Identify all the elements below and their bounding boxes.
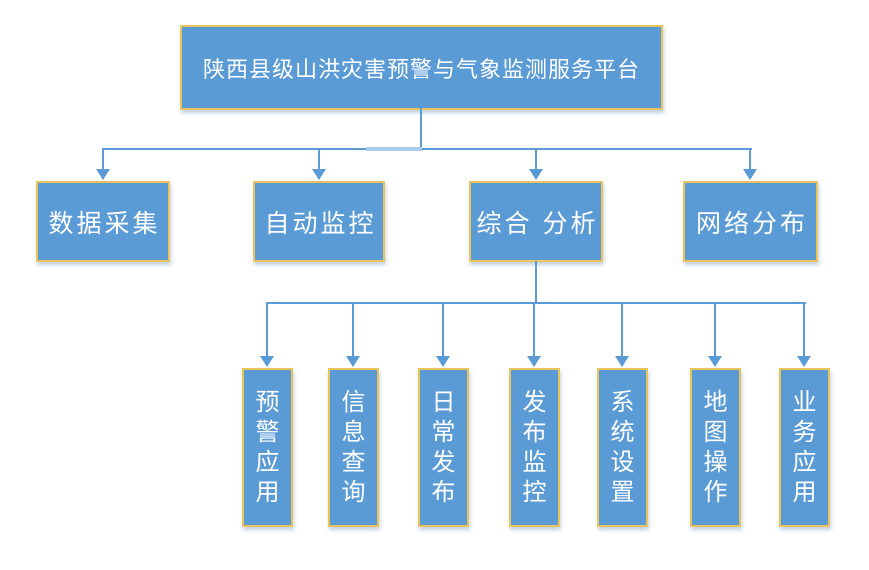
- node-label: 系统设置: [610, 388, 635, 506]
- arrow-down-icon: [312, 169, 326, 180]
- arrow-down-icon: [260, 356, 274, 367]
- node-label: 预警应用: [255, 388, 280, 506]
- connector-drop-data-collection: [102, 148, 104, 172]
- connector-level3-bus: [266, 302, 806, 304]
- connector-highlight-segment: [366, 147, 422, 151]
- connector-drop-warning-application: [266, 302, 268, 358]
- connector-root-stem: [420, 108, 422, 149]
- connector-drop-map-operation: [714, 302, 716, 358]
- connector-drop-comprehensive-analysis: [535, 148, 537, 172]
- node-platform-root: 陕西县级山洪灾害预警与气象监测服务平台: [180, 25, 663, 110]
- arrow-down-icon: [743, 169, 757, 180]
- node-label: 陕西县级山洪灾害预警与气象监测服务平台: [202, 56, 640, 82]
- connector-drop-system-settings: [621, 302, 623, 358]
- node-map-operation: 地图操作: [690, 368, 741, 527]
- node-daily-release: 日常发布: [418, 368, 469, 527]
- connector-drop-daily-release: [442, 302, 444, 358]
- node-data-collection: 数据采集: [36, 181, 170, 262]
- arrow-down-icon: [96, 169, 110, 180]
- arrow-down-icon: [527, 356, 541, 367]
- arrow-down-icon: [615, 356, 629, 367]
- node-auto-monitoring: 自动监控: [253, 181, 385, 262]
- node-label: 综合 分析: [476, 209, 599, 238]
- connector-drop-business-application: [803, 302, 805, 358]
- node-comprehensive-analysis: 综合 分析: [469, 181, 603, 262]
- node-business-application: 业务应用: [779, 368, 830, 527]
- connector-analysis-stem: [535, 261, 537, 303]
- arrow-down-icon: [708, 356, 722, 367]
- node-label: 自动监控: [264, 209, 377, 238]
- connector-level2-bus: [102, 148, 752, 150]
- connector-drop-release-monitoring: [533, 302, 535, 358]
- node-label: 地图操作: [703, 388, 728, 506]
- node-label: 数据采集: [48, 209, 161, 238]
- node-label: 信息查询: [341, 388, 366, 506]
- connector-drop-auto-monitoring: [318, 148, 320, 172]
- node-label: 日常发布: [431, 388, 456, 506]
- connector-drop-info-query: [352, 302, 354, 358]
- node-label: 业务应用: [792, 388, 817, 506]
- node-release-monitoring: 发布监控: [509, 368, 560, 527]
- connector-drop-network-distribution: [749, 148, 751, 172]
- node-label: 网络分布: [695, 209, 808, 238]
- node-warning-application: 预警应用: [242, 368, 293, 527]
- node-label: 发布监控: [522, 388, 547, 506]
- arrow-down-icon: [346, 356, 360, 367]
- node-network-distribution: 网络分布: [683, 181, 818, 262]
- arrow-down-icon: [436, 356, 450, 367]
- arrow-down-icon: [797, 356, 811, 367]
- node-info-query: 信息查询: [328, 368, 379, 527]
- arrow-down-icon: [529, 169, 543, 180]
- node-system-settings: 系统设置: [597, 368, 648, 527]
